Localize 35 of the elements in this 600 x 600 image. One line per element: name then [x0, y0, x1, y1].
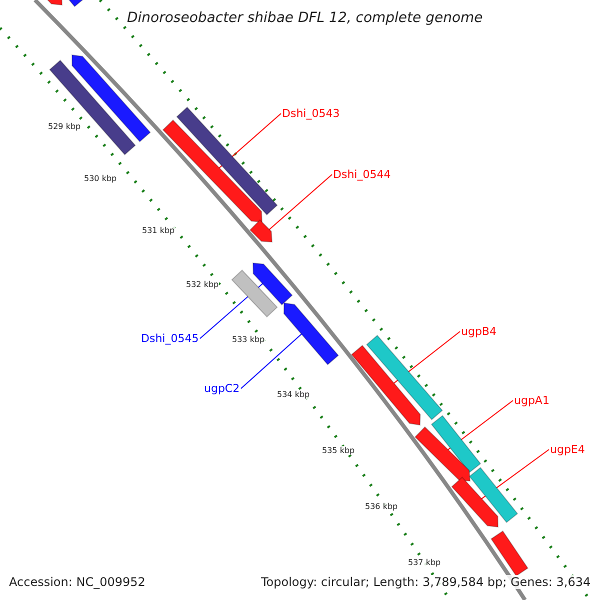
gene-feature — [249, 219, 273, 243]
gene-label: ugpC2 — [204, 382, 240, 395]
map-title: Dinoroseobacter shibae DFL 12, complete genome — [127, 10, 483, 26]
tick-label: 530 kbp — [84, 174, 117, 183]
gene-label: Dshi_0544 — [333, 168, 391, 181]
gene-feature — [430, 414, 482, 474]
accession-text: Accession: NC_009952 — [9, 575, 146, 589]
gene-feature — [49, 60, 136, 156]
tick-label: 532 kbp — [186, 280, 219, 289]
genome-info: Topology: circular; Length: 3,789,584 bp; Genes: 3,634 — [261, 575, 591, 589]
tick-label: 534 kbp — [277, 390, 310, 399]
gene-label: ugpA1 — [514, 394, 550, 407]
gene-feature — [490, 530, 528, 577]
gene-feature — [414, 426, 471, 482]
gene-feature — [468, 466, 518, 524]
tick-label: 536 kbp — [365, 502, 398, 511]
gene-feature — [162, 119, 263, 223]
gene-feature — [350, 344, 421, 426]
gene-feature — [451, 476, 499, 528]
gene-feature — [252, 262, 293, 306]
gene-feature — [176, 106, 278, 216]
leader-line — [268, 174, 332, 230]
tick-label: 533 kbp — [232, 335, 265, 344]
tick-label: 535 kbp — [322, 446, 355, 455]
leader-line — [240, 333, 302, 389]
gene-label: Dshi_0545 — [141, 332, 199, 345]
gene-label: Dshi_0543 — [282, 107, 340, 120]
tick-label: 537 kbp — [408, 558, 441, 567]
gene-feature — [366, 334, 443, 420]
tick-label: 531 kbp — [142, 226, 175, 235]
gene-feature — [231, 269, 278, 318]
gene-label: ugpB4 — [461, 325, 496, 338]
gene-label: ugpE4 — [550, 443, 585, 456]
tick-label: 529 kbp — [48, 122, 81, 131]
gene-feature — [283, 302, 340, 366]
